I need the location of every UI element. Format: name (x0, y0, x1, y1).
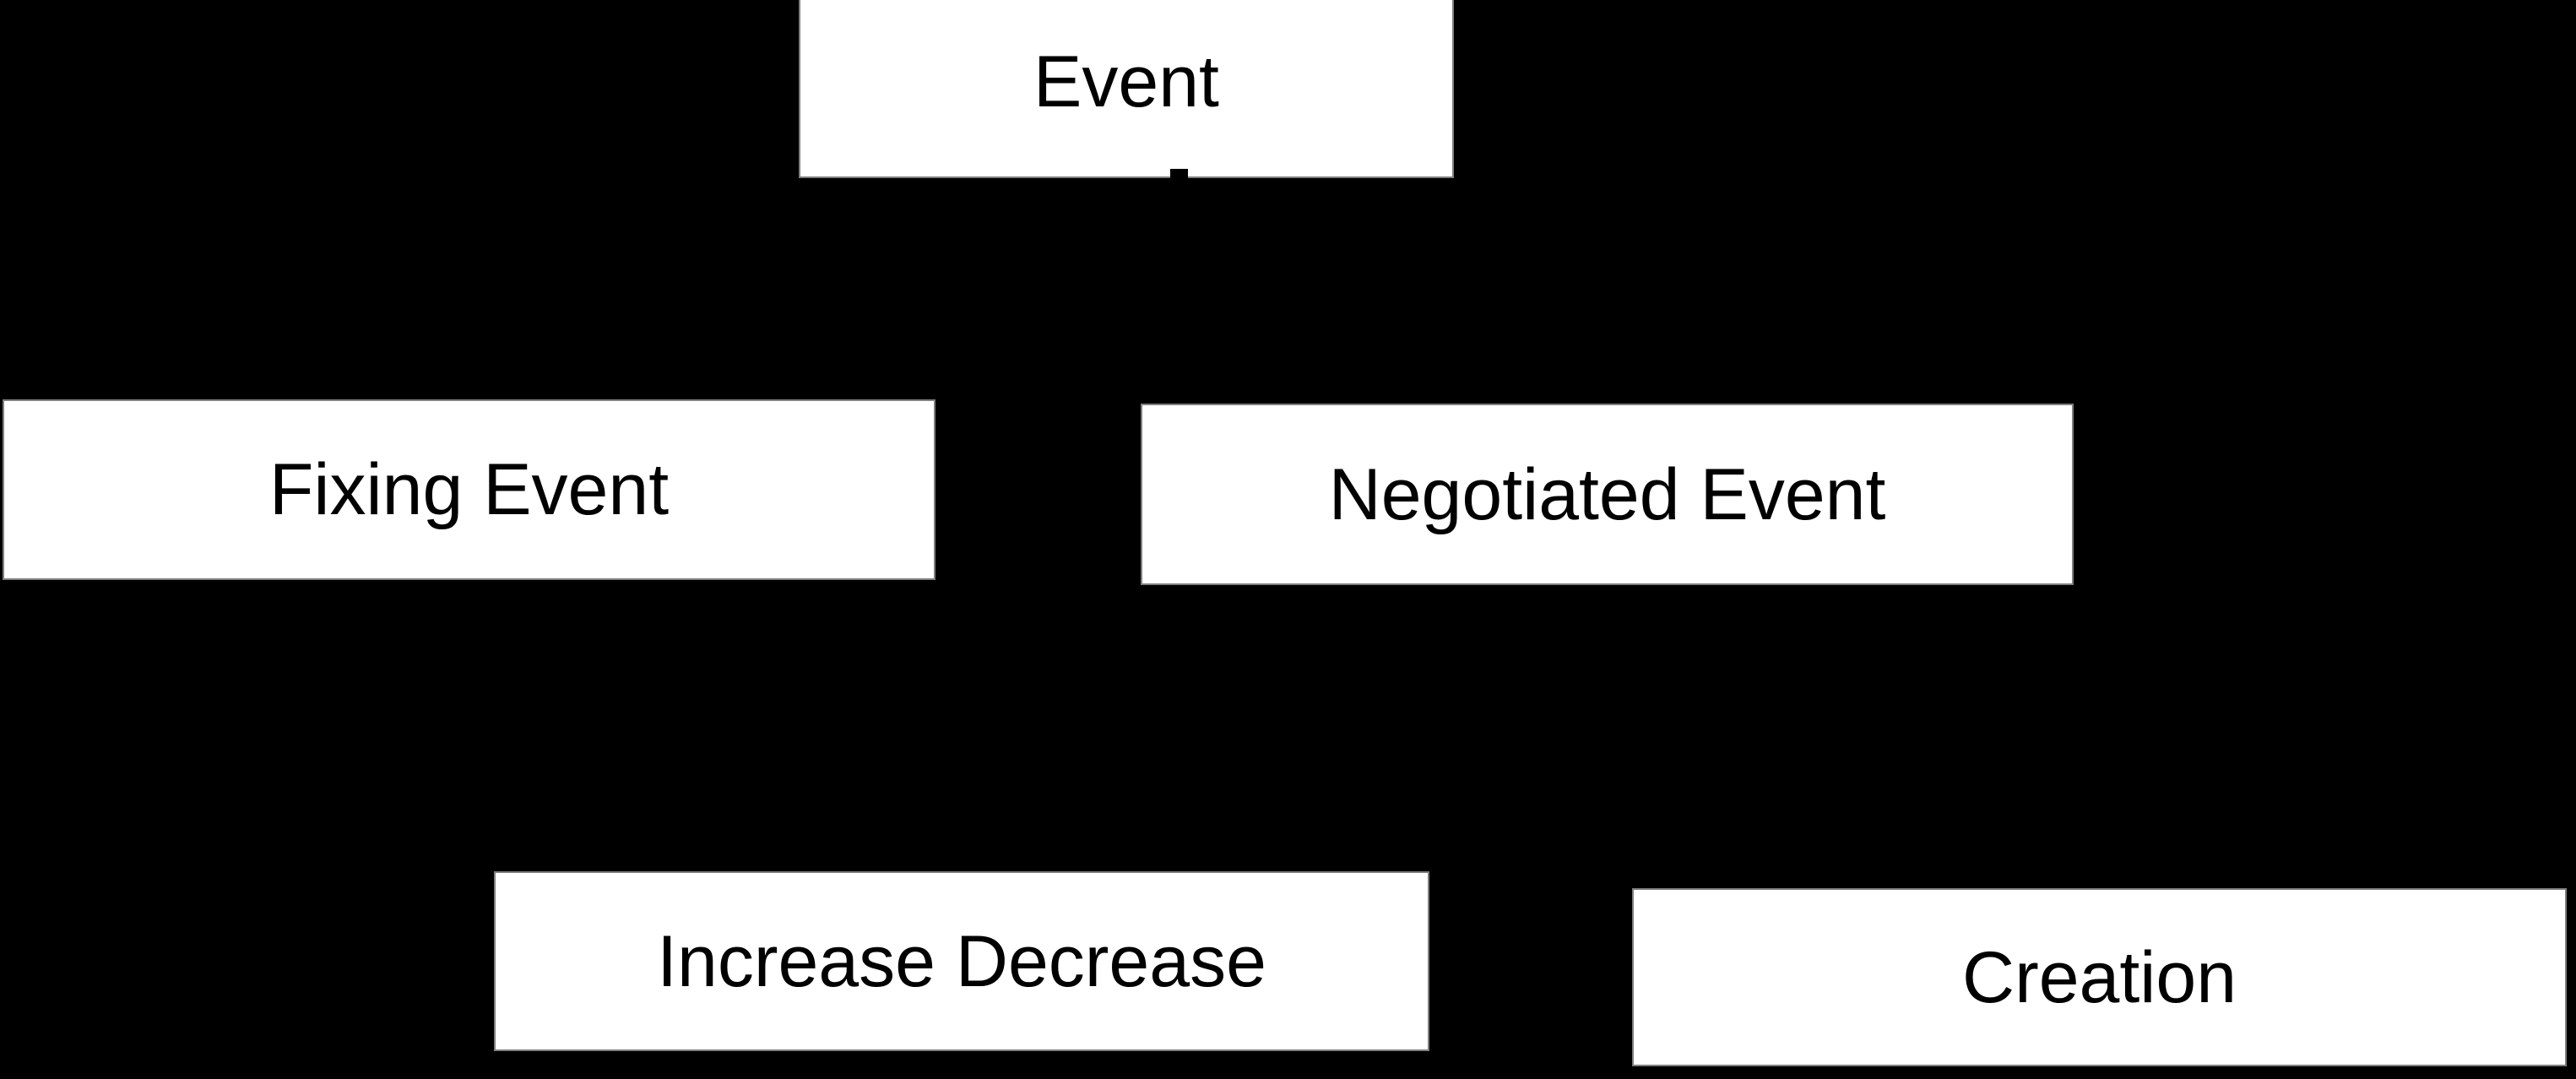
node-event: Event (799, 0, 1454, 178)
node-negotiated-event-label: Negotiated Event (1328, 453, 1886, 535)
node-creation-label: Creation (1961, 936, 2237, 1018)
node-creation: Creation (1632, 888, 2567, 1066)
node-negotiated-event: Negotiated Event (1141, 404, 2074, 585)
node-increase-decrease: Increase Decrease (494, 871, 1429, 1051)
node-event-label: Event (1033, 41, 1219, 122)
node-fixing-event-label: Fixing Event (268, 449, 670, 530)
connector-stub (1170, 169, 1188, 181)
node-fixing-event: Fixing Event (3, 399, 935, 580)
node-increase-decrease-label: Increase Decrease (657, 920, 1266, 1002)
